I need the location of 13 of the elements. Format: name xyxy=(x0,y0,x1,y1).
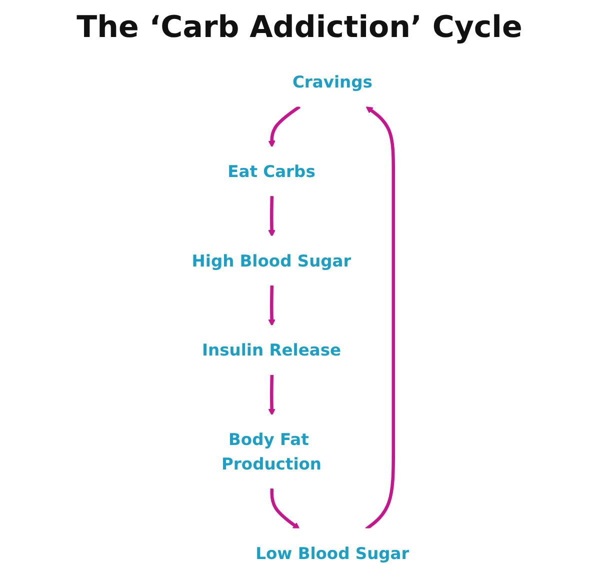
node-text: Eat Carbs xyxy=(227,162,316,181)
node-text: High Blood Sugar xyxy=(191,250,351,270)
node-text: Cravings xyxy=(292,72,372,92)
arrow xyxy=(268,374,276,416)
node-text: Low Blood Sugar xyxy=(255,543,409,563)
arrow xyxy=(364,106,395,530)
arrow xyxy=(268,285,276,326)
node-text: Insulin Release xyxy=(202,340,341,360)
arrow xyxy=(268,196,276,237)
diagram-title: The ‘Carb Addiction’ Cycle xyxy=(76,10,522,45)
node-text: Body Fat Production xyxy=(221,430,322,474)
arrow xyxy=(270,488,300,530)
arrow xyxy=(268,105,300,148)
